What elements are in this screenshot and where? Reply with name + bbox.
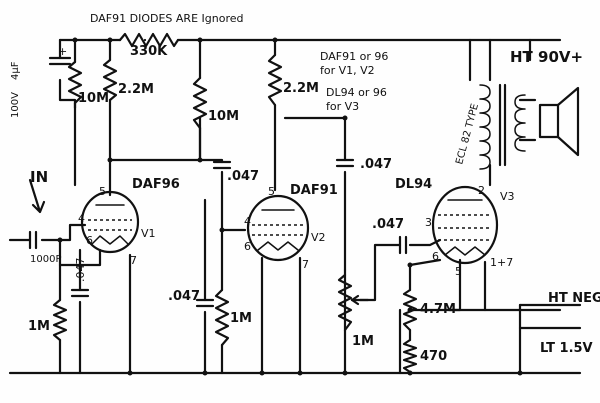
label-cap-coupling-2: .047 (360, 157, 392, 172)
label-lt: LT 1.5V (540, 341, 593, 356)
cap-047-coupling-2 (335, 158, 355, 168)
label-ht-negative: HT NEG (548, 291, 600, 306)
note-v3-2: for V3 (326, 100, 359, 113)
resistor-10m-v1 (67, 60, 83, 105)
label-cap-100v: 100V (10, 92, 21, 118)
label-cap-v1: .047 (74, 258, 87, 283)
label-ht-positive: HT 90V+ (510, 48, 583, 66)
output-transformer (479, 83, 526, 170)
v2-pin-7: 7 (302, 258, 309, 271)
header-note: DAF91 DIODES ARE Ignored (90, 12, 243, 25)
v2-pin-anode: 5 (268, 185, 275, 198)
resistor-2m2-v2 (267, 53, 283, 107)
resistor-10m-v2 (192, 76, 208, 130)
label-r-volume: 1M (352, 334, 374, 349)
junction-dots (57, 37, 523, 376)
label-input: IN (30, 168, 48, 186)
v1-pin-6: 6 (86, 234, 93, 247)
cap-4uf (48, 56, 72, 66)
label-10m-v1: 10M (78, 91, 109, 106)
label-v1-ref: V1 (141, 227, 156, 240)
label-v2-ref: V2 (311, 231, 326, 244)
label-cap-4uf: 4µF (10, 61, 21, 80)
label-r-input: 1M (28, 319, 50, 334)
v3-pin-5: 5 (455, 265, 462, 278)
valve-v2 (246, 194, 310, 262)
speaker-icon (538, 86, 580, 157)
label-r-bias: 470 (420, 349, 447, 364)
v1-pin-anode: 5 (99, 185, 106, 198)
valve-v1 (80, 190, 140, 254)
input-arrow-icon (28, 178, 46, 214)
note-v1v2-2: for V1, V2 (320, 64, 375, 77)
cap-047-coupling-3 (398, 235, 408, 255)
resistor-330k (118, 32, 180, 48)
label-v3-type: DL94 (395, 177, 432, 192)
label-cap-coupling-1: .047 (227, 169, 259, 184)
resistor-470 (402, 338, 418, 374)
v1-pin-grid: 4 (78, 212, 85, 225)
v1-pin-7: 7 (130, 254, 137, 267)
label-output-transformer: ECL 82 TYPE (454, 103, 481, 166)
cap-047-v1 (70, 288, 90, 298)
volume-pot-1m (337, 273, 353, 332)
label-2m2-v2: 2.2M (283, 81, 319, 96)
v3-pin-anode: 2 (478, 184, 485, 197)
resistors (52, 32, 418, 374)
resistor-1m-input (52, 298, 68, 342)
label-v2-type: DAF91 (290, 183, 338, 198)
label-v3-ref: V3 (500, 190, 515, 203)
v3-pin-1-7: 1+7 (490, 256, 513, 269)
v3-pin-6: 6 (432, 250, 439, 263)
label-r-v2-grid: 1M (230, 311, 252, 326)
label-cap-v2: .047 (168, 289, 200, 304)
label-1000p: 1000P (30, 254, 61, 265)
label-cap-coupling-3: .047 (372, 217, 404, 232)
labels: DAF91 DIODES ARE Ignored 330K 10M 2.2M 1… (10, 12, 600, 364)
label-2m2-v1: 2.2M (118, 82, 154, 97)
capacitors: + (28, 45, 408, 308)
v2-pin-6: 6 (244, 240, 251, 253)
note-v3-1: DL94 or 96 (326, 86, 387, 99)
svg-text:+: + (58, 45, 67, 58)
resistor-4m7 (402, 288, 418, 332)
resistor-1m-v2-grid (214, 288, 230, 347)
cap-047-coupling-1 (212, 160, 232, 170)
label-330k: 330K (130, 44, 168, 59)
v3-pin-grid: 3 (425, 216, 432, 229)
label-10m-v2: 10M (208, 109, 239, 124)
label-r-v3-grid: 4.7M (420, 302, 456, 317)
cap-1000p (28, 230, 38, 250)
cap-047-v2 (195, 298, 215, 308)
note-v1v2-1: DAF91 or 96 (320, 50, 388, 63)
valve-v3 (431, 185, 499, 265)
label-v1-type: DAF96 (132, 177, 180, 192)
resistor-2m2-v1 (102, 58, 118, 102)
v2-pin-grid: 4 (244, 215, 251, 228)
